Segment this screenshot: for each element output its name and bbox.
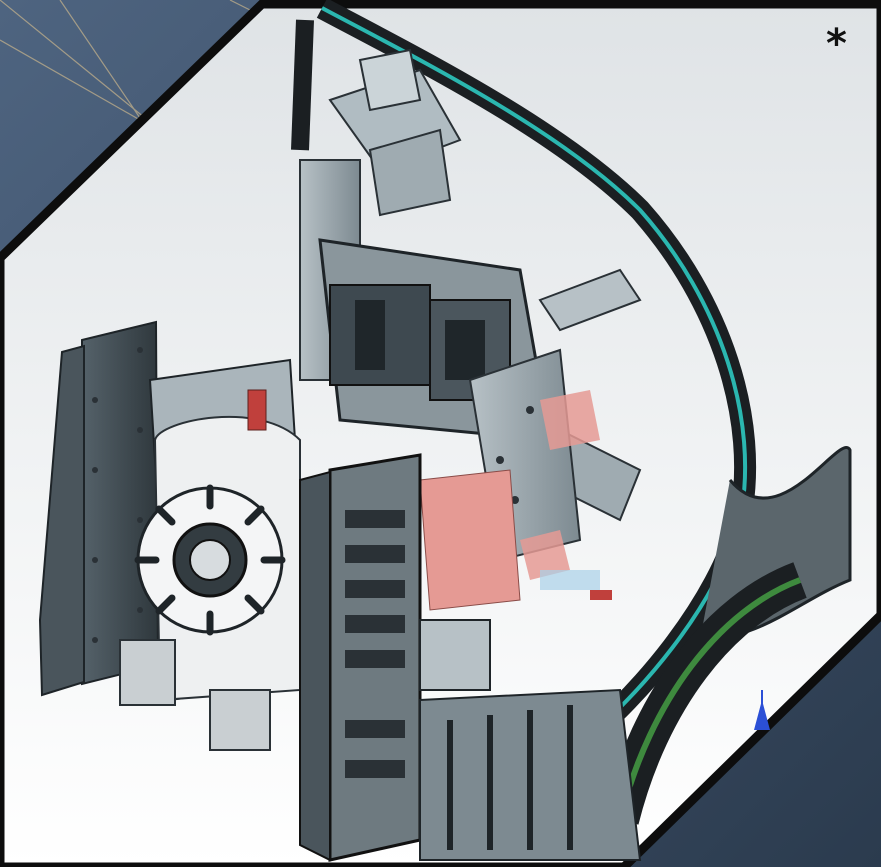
asterisk-marker: *: [826, 21, 847, 67]
cad-assembly: [38, 0, 852, 862]
axis-triad: [754, 690, 770, 730]
backdrop-lines: [0, 0, 263, 121]
